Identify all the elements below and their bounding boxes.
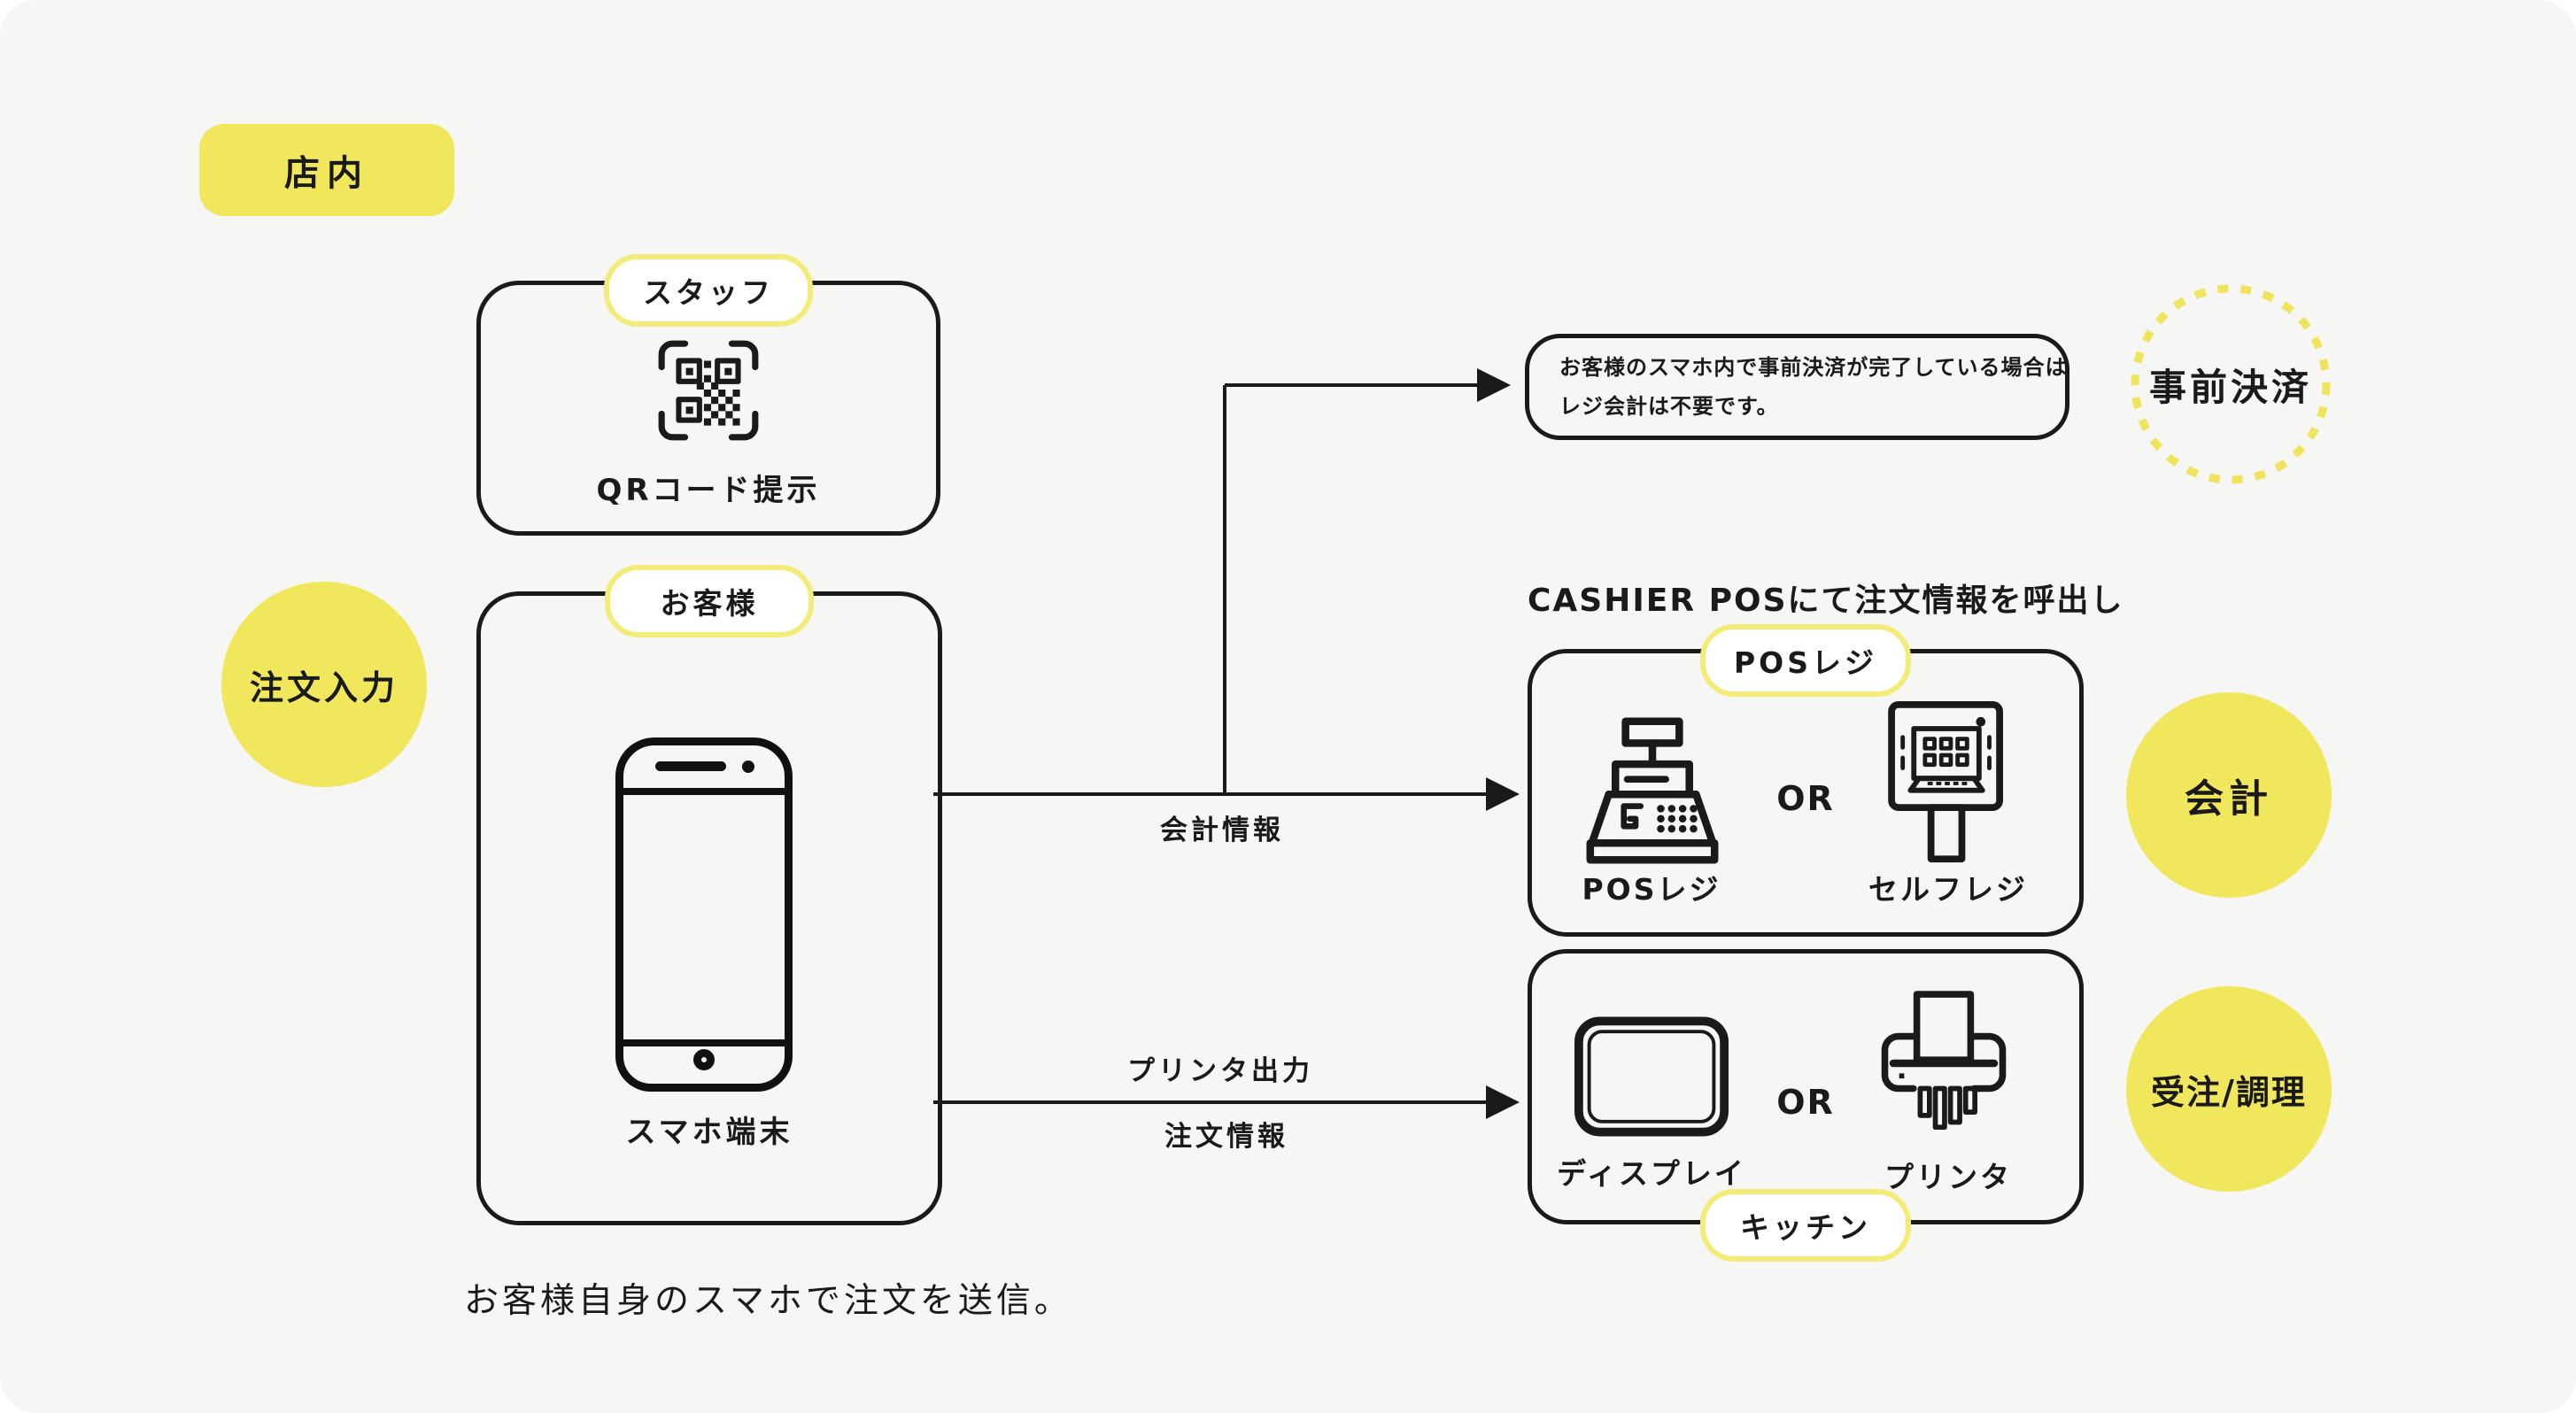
arrowhead-printer [1486, 1085, 1520, 1119]
kitchen-display-label: ディスプレイ [1557, 1156, 1746, 1191]
phone-camera-dot [742, 761, 754, 773]
phone-home-button [693, 1049, 715, 1070]
kitchen-or-label: OR [1776, 1083, 1835, 1122]
kitchen-tag-label: キッチン [1740, 1210, 1871, 1245]
prepaid-note-box: お客様のスマホ内で事前決済が完了している場合は レジ会計は不要です。 [1525, 334, 2069, 440]
kitchen-box: ディスプレイ OR プリンタ キッチン [1528, 949, 2084, 1262]
printer-output-label: プリンタ出力 [1127, 1055, 1313, 1087]
phone-screen-top-line [615, 788, 793, 795]
kitchen-printer-label: プリンタ [1884, 1160, 2012, 1194]
prepayment-circle: 事前決済 [2131, 284, 2331, 484]
accounting-info-label: 会計情報 [1160, 815, 1284, 846]
prepayment-label: 事前決済 [2148, 365, 2312, 409]
customer-caption: スマホ端末 [625, 1115, 793, 1150]
customer-box: お客様 スマホ端末 [476, 565, 942, 1225]
self-checkout-label: セルフレジ [1868, 872, 2028, 907]
pos-or-label: OR [1776, 779, 1835, 818]
prepaid-note-line1: お客様のスマホ内で事前決済が完了している場合は [1559, 355, 2068, 380]
in-store-badge-label: 店内 [284, 153, 369, 194]
customer-tag-label: お客様 [660, 586, 759, 621]
customer-footnote: お客様自身のスマホで注文を送信。 [464, 1281, 1072, 1321]
arrowhead-accounting [1486, 777, 1520, 811]
phone-speaker [655, 761, 726, 771]
self-checkout-icon [1888, 701, 2003, 863]
order-cooking-circle: 受注/調理 [2126, 986, 2332, 1192]
arrowhead-note [1477, 368, 1511, 402]
prepaid-note-line2: レジ会計は不要です。 [1559, 394, 1779, 419]
checkout-label: 会計 [2185, 776, 2273, 822]
staff-caption: QRコード提示 [596, 473, 821, 508]
kitchen-tag: キッチン [1700, 1189, 1911, 1262]
pos-tag-label: POSレジ [1733, 645, 1877, 680]
qr-code-icon [658, 340, 759, 441]
printer-icon [1881, 991, 2007, 1131]
dotted-ring [2131, 284, 2331, 484]
customer-tag: お客様 [605, 565, 814, 637]
staff-box: スタッフ [476, 254, 940, 536]
display-icon [1574, 1016, 1729, 1137]
cash-register-icon [1586, 717, 1719, 864]
order-input-label: 注文入力 [249, 668, 398, 707]
phone-screen-bottom-line [615, 1039, 793, 1046]
pos-register-box: POSレジ POSレジ OR [1528, 624, 2084, 937]
in-store-badge: 店内 [199, 124, 454, 216]
order-input-circle: 注文入力 [221, 582, 427, 787]
order-cooking-label: 受注/調理 [2151, 1072, 2307, 1112]
checkout-circle: 会計 [2126, 692, 2332, 898]
pos-tag: POSレジ [1700, 624, 1911, 697]
staff-tag: スタッフ [604, 254, 813, 327]
pos-heading: CASHIER POSにて注文情報を呼出し [1528, 583, 2124, 619]
staff-tag-label: スタッフ [643, 275, 774, 310]
pos-register-label: POSレジ [1582, 872, 1721, 907]
order-info-label: 注文情報 [1164, 1121, 1288, 1153]
smartphone-icon [615, 737, 793, 1092]
